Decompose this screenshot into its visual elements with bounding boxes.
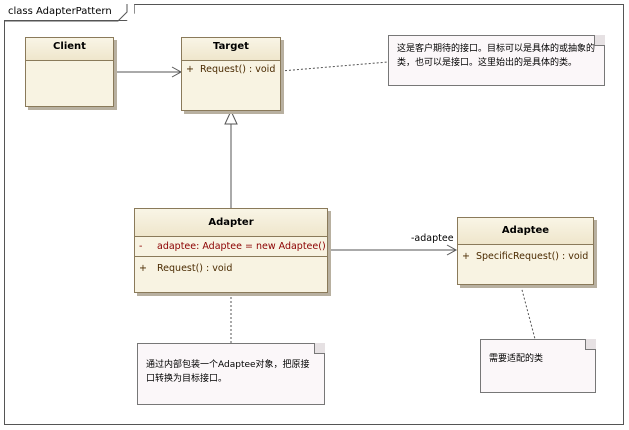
operation-signature: Request() : void [157,263,233,274]
diagram-frame [4,4,624,425]
note-fold-corner [314,343,325,354]
operation-signature: SpecificRequest() : void [476,251,589,262]
target-note-link [280,61,389,72]
class-name: Target [182,38,280,61]
operation-signature: Request() : void [200,64,276,75]
operation-row: + Request() : void [182,61,280,78]
attribute-signature: adaptee: Adaptee = new Adaptee() [157,241,326,252]
visibility-marker: - [139,241,143,252]
adapter-adaptee-arrowhead [446,244,458,256]
class-name: Client [26,38,113,61]
operation-row: + SpecificRequest() : void [458,245,593,268]
class-client[interactable]: Client [25,37,114,107]
note-adapter[interactable]: 通过内部包装一个Adaptee对象，把原接口转换为目标接口。 [137,343,325,405]
attributes-compartment: - adaptee: Adaptee = new Adaptee() [135,237,327,257]
attribute-row: - adaptee: Adaptee = new Adaptee() [135,237,327,256]
visibility-marker: + [139,263,147,274]
visibility-marker: + [186,64,194,75]
note-fold-corner [594,35,605,46]
class-target[interactable]: Target + Request() : void [181,37,281,111]
adaptee-note-link [520,285,536,340]
note-fold-corner [585,339,596,350]
visibility-marker: + [462,251,470,262]
note-text: 通过内部包装一个Adaptee对象，把原接口转换为目标接口。 [146,360,310,384]
class-adaptee[interactable]: Adaptee + SpecificRequest() : void [457,217,594,285]
association-role-label: -adaptee [411,233,454,244]
class-adapter[interactable]: Adapter - adaptee: Adaptee = new Adaptee(… [134,208,328,293]
operations-compartment: + Request() : void [182,61,280,78]
operation-row: + Request() : void [135,257,327,280]
note-adaptee[interactable]: 需要适配的类 [480,339,596,393]
note-text: 这是客户期待的接口。目标可以是具体的或抽象的类，也可以是接口。这里始出的是具体的… [397,44,596,68]
note-text: 需要适配的类 [489,354,544,364]
note-target[interactable]: 这是客户期待的接口。目标可以是具体的或抽象的类，也可以是接口。这里始出的是具体的… [388,35,605,86]
class-name: Adapter [135,209,327,237]
operations-compartment: + SpecificRequest() : void [458,245,593,268]
class-name: Adaptee [458,218,593,245]
operations-compartment: + Request() : void [135,257,327,280]
generalization-triangle [224,109,238,125]
